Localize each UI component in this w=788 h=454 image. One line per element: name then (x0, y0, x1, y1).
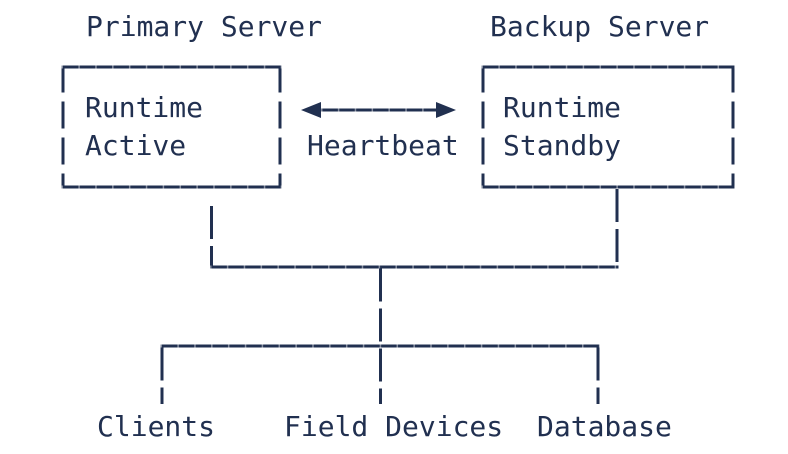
database-label: Database (537, 410, 672, 443)
backup-server-box (481, 65, 735, 189)
primary-component-label: Runtime (85, 91, 204, 124)
field-devices-label: Field Devices (284, 410, 504, 443)
heartbeat-arrow (301, 102, 456, 118)
backup-component-label: Runtime (503, 91, 622, 124)
connector-tree (160, 189, 619, 404)
backup-server-title: Backup Server (490, 10, 710, 43)
backup-state-label: Standby (503, 129, 622, 162)
primary-server-box (61, 65, 282, 189)
arrowhead-right-icon (436, 102, 456, 118)
heartbeat-label: Heartbeat (307, 129, 459, 162)
primary-server-title: Primary Server (86, 10, 323, 43)
clients-label: Clients (97, 410, 216, 443)
arrowhead-left-icon (301, 102, 321, 118)
primary-state-label: Active (85, 129, 187, 162)
